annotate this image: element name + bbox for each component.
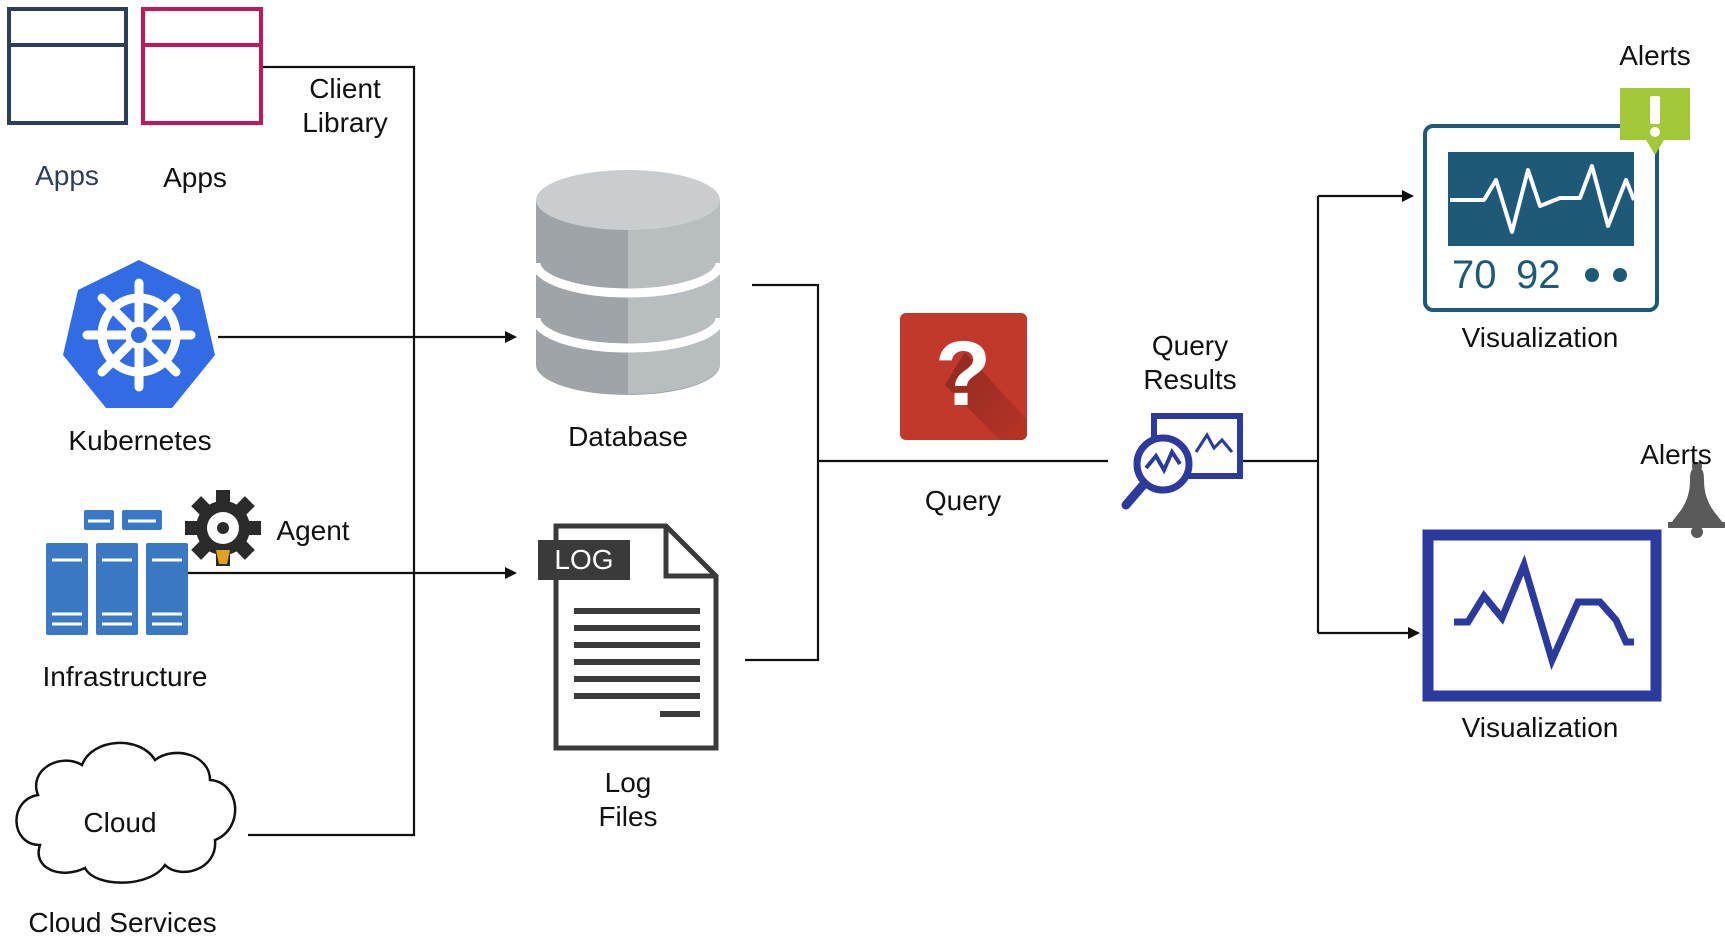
bell-icon [1668,462,1725,538]
kubernetes-helm-icon [63,260,215,408]
log-file-icon [538,523,719,751]
line-chart-monitor-icon [1422,529,1662,702]
exclamation-badge-icon [1620,88,1690,155]
connectors [188,65,1420,837]
alerts-label-2: Alerts [1640,439,1712,470]
app-window-icon [141,7,263,125]
client-library-label-2: Library [302,107,388,138]
magnifier-chart-icon [1121,413,1243,510]
visualization-label-1: Visualization [1461,322,1619,353]
app-window-icon [7,7,128,125]
connector-client-library-bus [248,65,416,837]
query-results-label-1: Query [1151,330,1229,361]
cloud-icon [15,741,237,884]
log-files-label-1: Log [604,767,652,798]
query-label: Query [924,485,1002,516]
monitor-value-2: 92 [1516,253,1561,297]
svg-text:?: ? [935,323,991,425]
agent-gear-icon [185,490,261,566]
server-rack-icon [46,510,188,635]
agent-label: Agent [276,515,350,546]
apps-label-2: Apps [163,162,227,193]
database-cylinder-icon [531,170,725,395]
database-label: Database [568,421,688,452]
monitor-value-1: 70 [1452,253,1497,297]
infrastructure-label: Infrastructure [42,661,208,692]
question-mark-icon: ? [900,313,1027,440]
log-files-label-2: Files [598,801,658,832]
apps-label-1: Apps [35,160,99,191]
visualization-label-2: Visualization [1461,712,1619,743]
client-library-label-1: Client [309,73,381,104]
cloud-label: Cloud [83,807,157,838]
alerts-label-1: Alerts [1619,40,1691,71]
kubernetes-label: Kubernetes [68,425,212,456]
connector-database-out [745,283,820,662]
heart-monitor-icon [1423,124,1659,312]
log-badge-label: LOG [554,544,614,575]
cloud-services-label: Cloud Services [28,907,217,938]
query-results-label-2: Results [1143,364,1237,395]
